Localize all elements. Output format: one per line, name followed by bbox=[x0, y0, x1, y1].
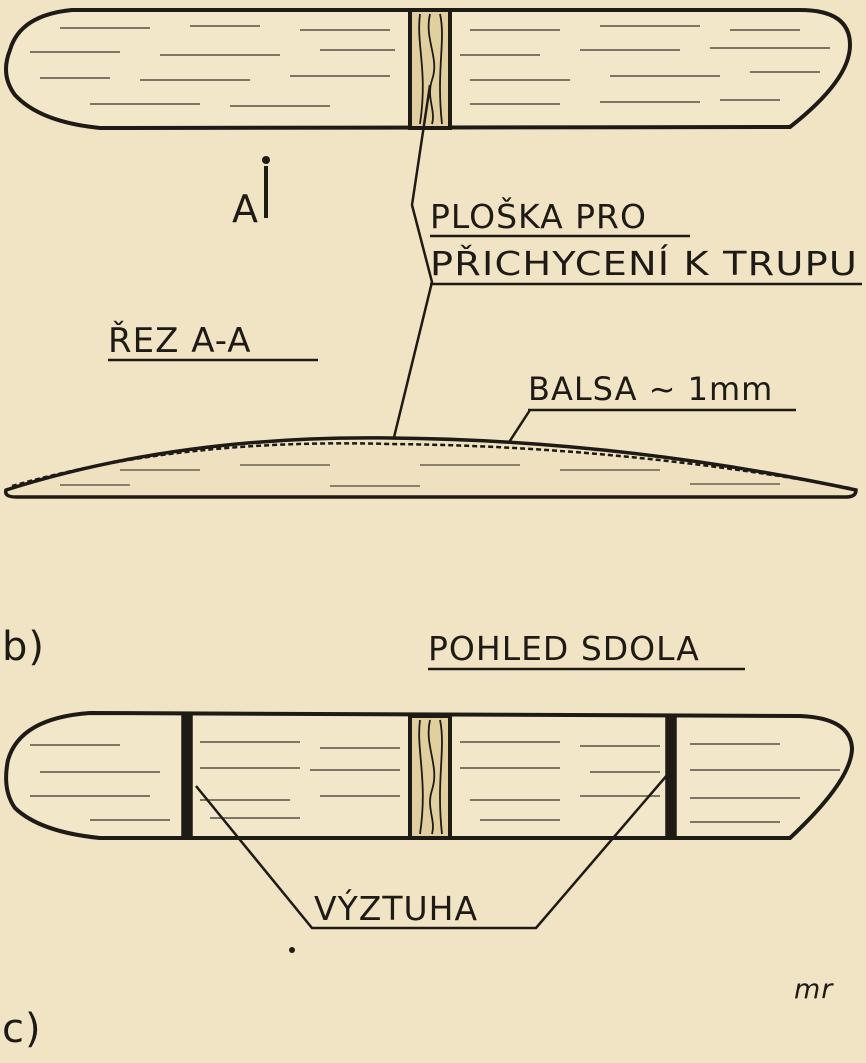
label-pohled-sdola: POHLED SDOLA bbox=[428, 629, 700, 668]
figure-label-b: b) bbox=[2, 624, 45, 670]
section-mark-a: A bbox=[232, 187, 259, 231]
wing-top-view bbox=[4, 8, 853, 131]
mount-pad-top-grain bbox=[418, 13, 443, 125]
leader-vyztuha bbox=[195, 773, 669, 930]
profile-grain bbox=[60, 464, 780, 487]
wing-top-grain bbox=[30, 25, 830, 107]
figure-label-c: c) bbox=[2, 1006, 42, 1052]
label-balsa: BALSA ~ 1mm bbox=[528, 370, 773, 408]
section-profile bbox=[3, 436, 858, 499]
leader-mount-pad bbox=[380, 84, 434, 478]
signature-mr: mr bbox=[794, 974, 834, 1005]
profile-outline bbox=[3, 436, 858, 499]
mount-pad-bottom bbox=[408, 714, 452, 840]
wing-bottom-grain bbox=[30, 741, 840, 823]
label-rez-a-a: ŘEZ A-A bbox=[108, 320, 252, 361]
label-vyztuha: VÝZTUHA bbox=[314, 888, 478, 928]
ink-dot bbox=[289, 947, 295, 953]
stiffener-left bbox=[181, 714, 193, 839]
stiffener-right bbox=[665, 715, 677, 839]
section-cut-dot bbox=[262, 156, 270, 164]
label-ploska-pro: PLOŠKA PRO bbox=[430, 196, 647, 236]
mount-pad-bottom-grain bbox=[418, 719, 443, 835]
mount-pad-top bbox=[408, 8, 452, 130]
label-prichyceni-k-trupu: PŘICHYCENÍ K TRUPU bbox=[430, 243, 858, 283]
wing-bottom-view bbox=[4, 710, 855, 840]
